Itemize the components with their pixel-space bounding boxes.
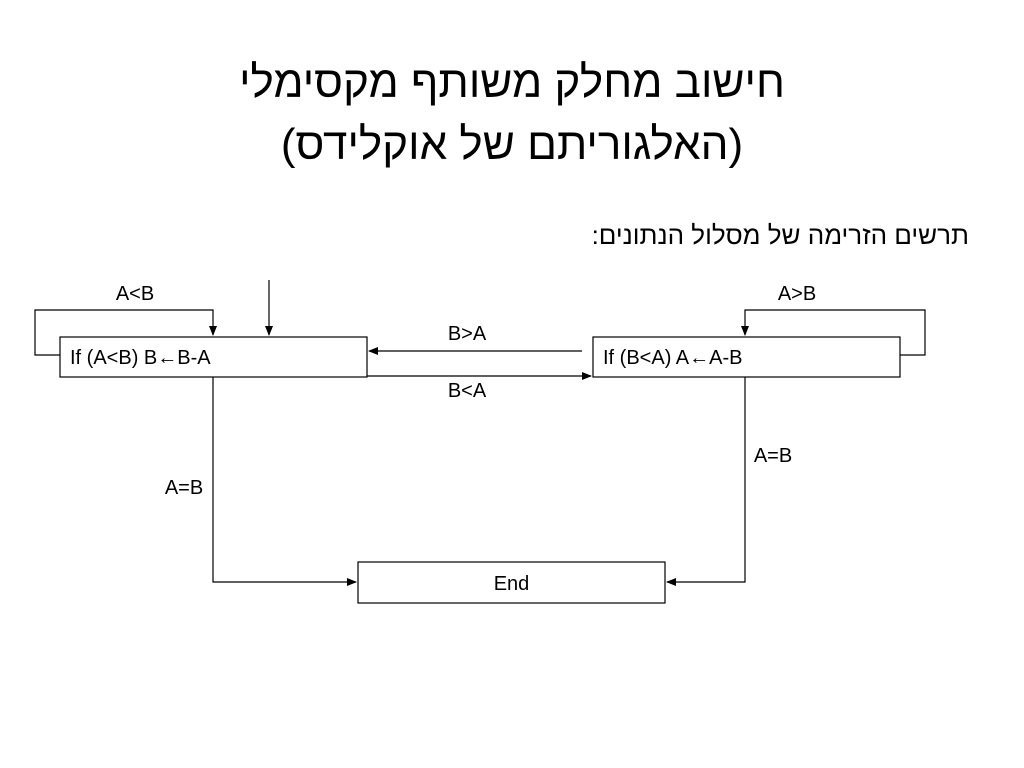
slide-title: חישוב מחלק משותף מקסימלי (האלגוריתם של א…	[0, 52, 1024, 176]
edge-label-left-to-end: A=B	[165, 477, 203, 499]
node-right: If (B<A) A←A-B	[592, 336, 901, 378]
node-end-label: End	[494, 573, 530, 595]
edge-right-self-loop	[741, 309, 926, 356]
node-right-label: If (B<A) A←A-B	[603, 347, 742, 369]
edge-right-to-end	[666, 377, 746, 586]
title-line-2: (האלגוריתם של אוקלידס)	[280, 120, 744, 169]
edge-label-right-to-left: B>A	[448, 323, 487, 345]
edge-left-self-loop	[34, 309, 217, 356]
title-line-1: חישוב מחלק משותף מקסימלי	[239, 58, 785, 107]
edge-label-left-to-right: B<A	[448, 380, 487, 402]
edge-label-right-self-loop: A>B	[778, 283, 816, 305]
slide-subtitle: תרשים הזרימה של מסלול הנתונים:	[591, 220, 969, 250]
edge-left-to-end	[212, 377, 357, 586]
node-left: If (A<B) B←B-A	[59, 336, 368, 378]
node-end: End	[357, 561, 666, 604]
edge-label-left-self-loop: A<B	[116, 283, 154, 305]
node-left-label: If (A<B) B←B-A	[70, 347, 211, 369]
edge-label-right-to-end: A=B	[754, 445, 792, 467]
